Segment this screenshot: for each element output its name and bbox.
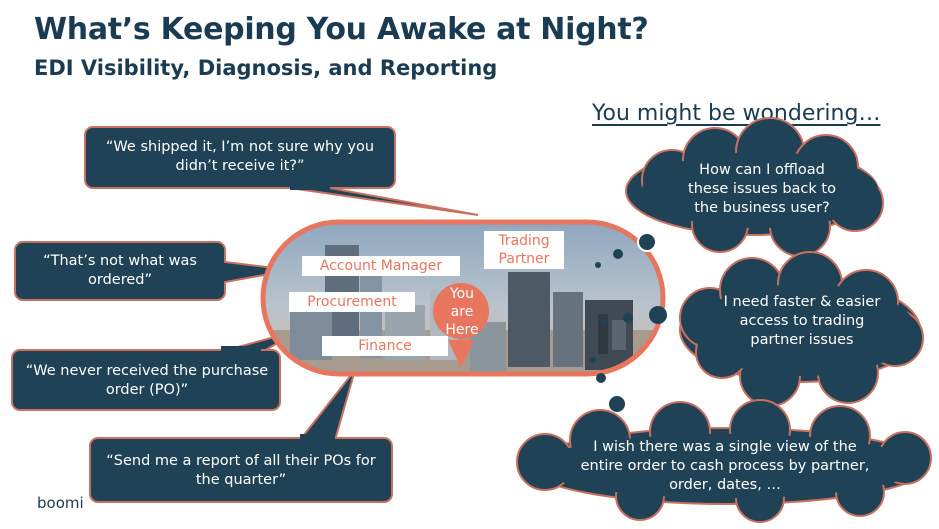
label-you-are-here: You are Here (445, 286, 479, 338)
label-trading-partner: Trading Partner (484, 231, 564, 269)
you-are-here-pin (433, 283, 489, 368)
quote-report: “Send me a report of all their POs for t… (106, 453, 376, 488)
label-account-manager: Account Manager (302, 256, 460, 276)
thought-dots (590, 232, 667, 412)
label-procurement: Procurement (289, 292, 415, 312)
boomi-logo: boomi (37, 494, 84, 512)
quote-never-received: “We never received the purchase order (P… (25, 363, 269, 398)
speech-bubble-not-ordered (14, 241, 293, 301)
thought-faster: I need faster & easier access to trading… (723, 294, 881, 348)
label-finance: Finance (322, 336, 448, 356)
slide-subtitle: EDI Visibility, Diagnosis, and Reporting (34, 56, 498, 80)
wondering-heading: You might be wondering… (592, 101, 881, 126)
quote-shipped: “We shipped it, I’m not sure why you did… (105, 139, 375, 174)
speech-bubble-report (89, 369, 393, 503)
slide-title: What’s Keeping You Awake at Night? (34, 12, 649, 47)
thought-single-view: I wish there was a single view of the en… (580, 439, 870, 493)
thought-offload: How can I offload these issues back to t… (688, 162, 836, 216)
quote-not-ordered: “That’s not what was ordered” (43, 253, 197, 288)
speech-bubble-shipped (84, 126, 479, 216)
